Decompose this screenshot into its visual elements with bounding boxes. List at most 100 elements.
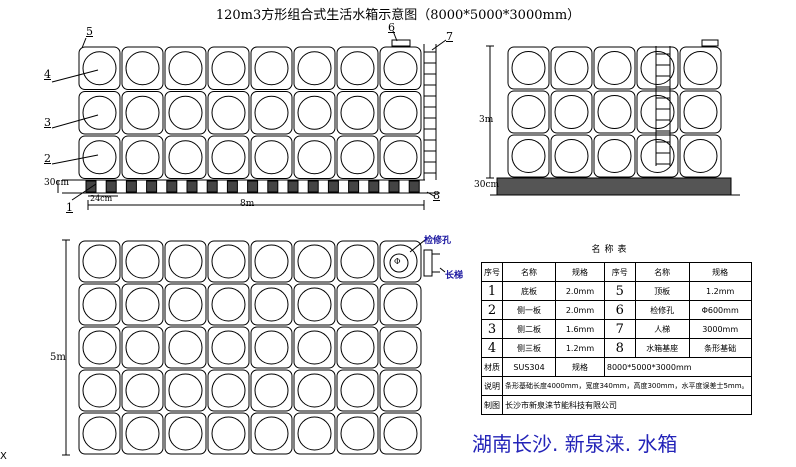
- leader-1: [71, 183, 97, 201]
- tank-panel: [636, 46, 679, 90]
- table-cell: 8: [603, 338, 636, 358]
- base-block: [125, 180, 137, 193]
- plan-view: [62, 239, 446, 456]
- table-cell: 2: [481, 300, 503, 320]
- tank-panel: [379, 91, 422, 135]
- tank-panel: [164, 283, 207, 326]
- plan-panel-grid: [78, 240, 422, 455]
- manhole-label: 检修孔: [424, 236, 452, 246]
- tank-panel: [250, 412, 293, 455]
- tank-panel: [164, 326, 207, 369]
- tank-panel: [250, 46, 293, 90]
- diagram-title: 120m3方形组合式生活水箱示意图（8000*5000*3000mm）: [215, 8, 581, 23]
- base-block: [226, 180, 238, 193]
- plan-ladder: [423, 249, 433, 277]
- tank-panel: [336, 91, 379, 135]
- table-cell: 1.2mm: [688, 281, 752, 301]
- side-elevation: [486, 39, 740, 196]
- dim-3m: 3m: [479, 115, 494, 125]
- tank-panel: [78, 283, 121, 326]
- plan-manhole-circle: [389, 253, 409, 273]
- tank-panel: [78, 369, 121, 412]
- tank-panel: [679, 46, 722, 90]
- table-row: 3 侧二板 1.6mm 7 人梯 3000mm: [481, 319, 752, 339]
- tank-panel: [336, 135, 379, 179]
- base-block: [206, 180, 218, 193]
- tank-panel: [250, 91, 293, 135]
- header-cell: 名称: [501, 262, 557, 282]
- header-cell: 序号: [603, 262, 636, 282]
- table-cell: 5: [603, 281, 636, 301]
- table-row-note: 说明 条形基础长度4000mm，宽度340mm，高度300mm，水平度误差士5m…: [481, 376, 752, 396]
- callout-2: 2: [44, 152, 51, 165]
- dim-30cm-side: 30cm: [474, 180, 500, 190]
- footer-brand: 湖南长沙. 新泉涞. 水箱: [472, 432, 678, 456]
- table-cell: 条形基础: [688, 338, 752, 358]
- tank-panel: [336, 326, 379, 369]
- table-cell: 人梯: [634, 319, 690, 339]
- tank-panel: [121, 369, 164, 412]
- tank-panel: [121, 46, 164, 90]
- tank-panel: [336, 283, 379, 326]
- tank-panel: [164, 240, 207, 283]
- side-foundation: [496, 177, 732, 196]
- tank-panel: [121, 283, 164, 326]
- tank-panel: [78, 412, 121, 455]
- tank-panel: [207, 91, 250, 135]
- table-row-material: 材质 SUS304 规格 8000*5000*3000mm: [481, 357, 752, 377]
- base-block: [327, 180, 339, 193]
- table-cell: 顶板: [634, 281, 690, 301]
- maker-value: 长沙市新泉涞节能科技有限公司: [502, 395, 752, 415]
- tank-panel: [336, 240, 379, 283]
- leader-7: [431, 39, 447, 51]
- front-panel-grid: [78, 46, 422, 179]
- table-cell: 1.2mm: [555, 338, 605, 358]
- leader-2: [51, 154, 99, 165]
- tank-panel: [507, 134, 550, 178]
- leader-4: [51, 69, 99, 83]
- tank-panel: [78, 240, 121, 283]
- tank-panel: [336, 46, 379, 90]
- base-block: [348, 180, 360, 193]
- table-row-maker: 制图 长沙市新泉涞节能科技有限公司: [481, 395, 752, 415]
- callout-8: 8: [433, 189, 440, 202]
- tank-panel: [636, 134, 679, 178]
- tank-panel: [250, 240, 293, 283]
- header-cell: 名称: [634, 262, 690, 282]
- tank-panel: [379, 283, 422, 326]
- tank-panel: [293, 283, 336, 326]
- tank-panel: [593, 90, 636, 134]
- manhole-symbol: Φ: [394, 257, 401, 266]
- leader-6: [392, 30, 398, 42]
- tank-panel: [293, 240, 336, 283]
- front-elevation: [51, 30, 447, 210]
- table-cell: 7: [603, 319, 636, 339]
- dim-8m: 8m: [240, 199, 255, 209]
- material-label: 材质: [481, 357, 503, 377]
- base-block: [85, 180, 97, 193]
- tank-panel: [121, 326, 164, 369]
- header-cell: 规格: [688, 262, 752, 282]
- leader-5: [81, 37, 87, 49]
- leader-3: [51, 114, 99, 129]
- tank-panel: [121, 135, 164, 179]
- base-block: [105, 180, 117, 193]
- tank-panel: [207, 240, 250, 283]
- base-block: [368, 180, 380, 193]
- callout-4: 4: [44, 68, 51, 81]
- tank-panel: [379, 369, 422, 412]
- parts-table: 序号 名称 规格 序号 名称 规格 1 底板 2.0mm 5 顶板 1.2mm …: [481, 262, 752, 415]
- tank-panel: [164, 369, 207, 412]
- tank-panel: [164, 46, 207, 90]
- tank-panel: [78, 46, 121, 90]
- tank-panel: [679, 90, 722, 134]
- tank-panel: [636, 90, 679, 134]
- tank-panel: [293, 412, 336, 455]
- side-ladder: [655, 46, 671, 166]
- tank-panel: [293, 46, 336, 90]
- material-value: SUS304: [501, 357, 557, 377]
- spec-value: 8000*5000*3000mm: [603, 357, 752, 377]
- table-row: 1 底板 2.0mm 5 顶板 1.2mm: [481, 281, 752, 301]
- tank-panel: [550, 46, 593, 90]
- tank-panel: [550, 134, 593, 178]
